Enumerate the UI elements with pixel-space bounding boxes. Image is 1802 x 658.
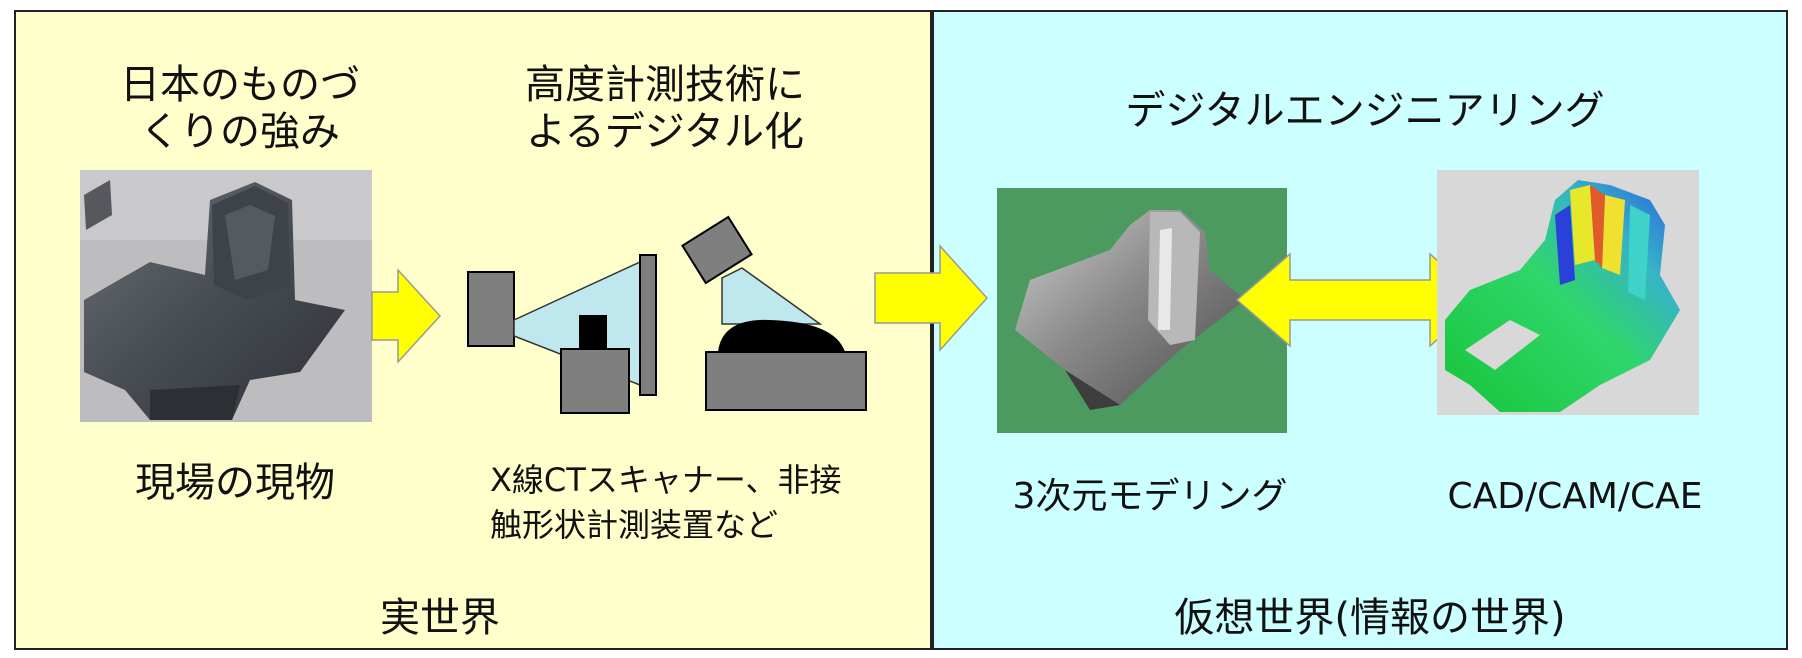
heading-advanced-measurement: 高度計測技術に よるデジタル化	[525, 62, 805, 156]
caption-physical-object: 現場の現物	[135, 460, 335, 506]
arrow-to-virtual	[874, 244, 989, 352]
caption-measurement-devices: X線CTスキャナー、非接 触形状計測装置など	[490, 461, 842, 544]
cae-analysis-image	[1437, 170, 1699, 415]
heading-digital-engineering: デジタルエンジニアリング	[1125, 88, 1605, 134]
heading-manufacturing-strength: 日本のものづ くりの強み	[120, 62, 360, 156]
caption-cad-cam-cae: CAD/CAM/CAE	[1447, 476, 1703, 517]
label-real-world: 実世界	[380, 595, 500, 641]
physical-object-photo	[80, 170, 372, 422]
arrow-to-measurement	[371, 268, 442, 364]
caption-3d-modeling: 3次元モデリング	[1012, 476, 1288, 517]
panel-divider	[930, 10, 933, 650]
measurement-devices-diagram	[467, 215, 867, 414]
3d-model-image	[997, 188, 1287, 433]
label-virtual-world: 仮想世界(情報の世界)	[1174, 595, 1566, 641]
